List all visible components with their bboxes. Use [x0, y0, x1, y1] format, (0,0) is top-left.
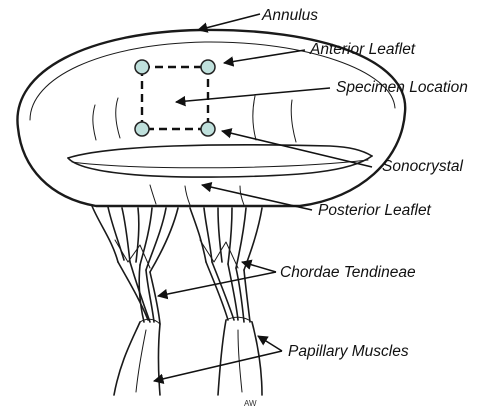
- artist-signature: AW: [244, 399, 257, 408]
- leader-chordae-2: [242, 262, 276, 272]
- labels: Annulus Anterior Leaflet Specimen Locati…: [261, 7, 468, 360]
- label-sonocrystal: Sonocrystal: [382, 158, 464, 175]
- leader-lines: [154, 14, 372, 381]
- label-specimen-location: Specimen Location: [336, 79, 468, 96]
- leader-specimen-location: [176, 88, 330, 102]
- papillary-muscle-right: [218, 317, 262, 395]
- leader-papillary-2: [258, 336, 282, 351]
- sonocrystals: [135, 60, 215, 136]
- leader-sonocrystal: [222, 131, 372, 167]
- label-papillary-muscles: Papillary Muscles: [288, 343, 409, 360]
- leader-papillary-1: [154, 351, 282, 381]
- specimen-location-box: [142, 67, 208, 129]
- label-posterior-leaflet: Posterior Leaflet: [318, 202, 432, 219]
- leader-annulus: [198, 14, 260, 30]
- leader-anterior-leaflet: [224, 50, 305, 63]
- sonocrystal-top-left: [135, 60, 149, 74]
- label-anterior-leaflet: Anterior Leaflet: [309, 41, 416, 58]
- sonocrystal-top-right: [201, 60, 215, 74]
- label-annulus: Annulus: [261, 7, 318, 24]
- sonocrystal-bottom-left: [135, 122, 149, 136]
- chordae-left: [92, 206, 178, 324]
- label-chordae-tendineae: Chordae Tendineae: [280, 264, 416, 281]
- sonocrystal-bottom-right: [201, 122, 215, 136]
- papillary-muscle-left: [114, 319, 160, 395]
